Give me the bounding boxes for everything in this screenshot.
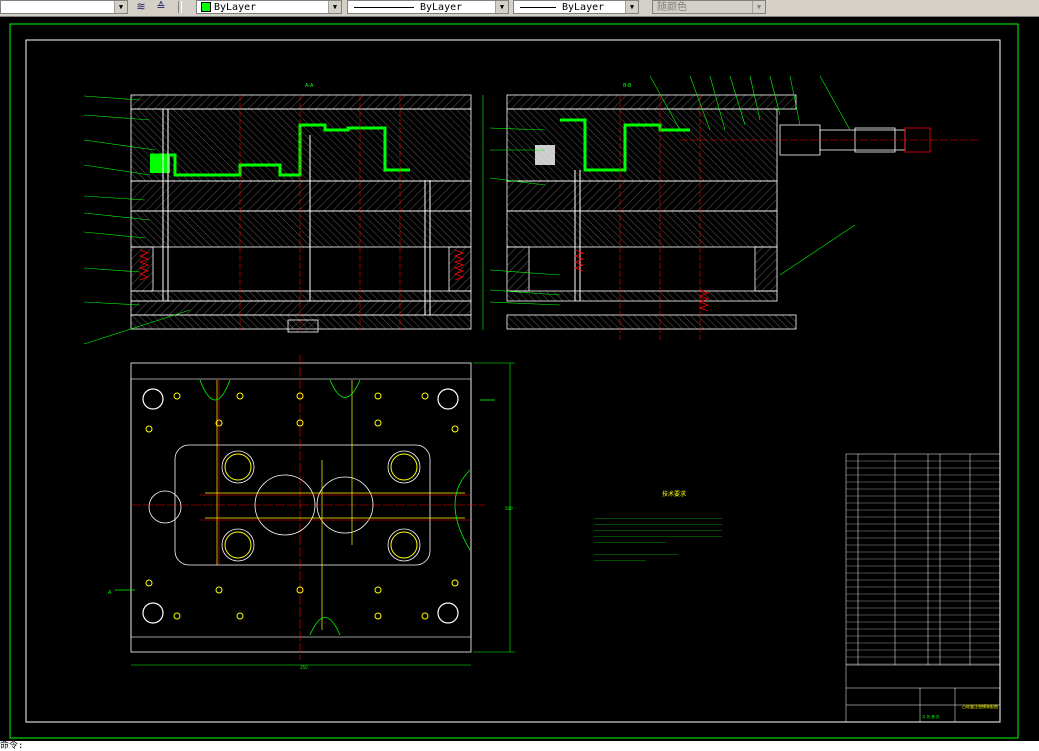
tech-requirements-title: 技术要求: [662, 491, 687, 498]
tech-note-line: ————————————————————————————————: [594, 516, 722, 521]
tech-note-line: ————————————————————————————————: [594, 522, 722, 527]
linetype-combo[interactable]: ByLayer ▼: [347, 0, 509, 14]
sheet-label: 共 张 第 张: [922, 714, 940, 719]
chevron-down-icon[interactable]: ▼: [625, 1, 638, 13]
parts-list-table: [845, 453, 1001, 723]
parts-list-rows: [846, 460, 1000, 665]
section-aa-view: [130, 94, 472, 333]
linetype-sample: [354, 6, 414, 8]
section-aa-label: A-A: [305, 83, 314, 89]
color-combo[interactable]: ByLayer ▼: [196, 0, 342, 14]
outer-border: [9, 23, 1019, 739]
section-marker-a: A: [108, 590, 112, 596]
inner-border: [25, 39, 1001, 723]
lineweight-sample: [520, 6, 556, 8]
chevron-down-icon[interactable]: ▼: [328, 1, 341, 13]
chevron-down-icon[interactable]: ▼: [495, 1, 508, 13]
toolbar-separator: [178, 1, 182, 13]
lineweight-combo[interactable]: ByLayer ▼: [513, 0, 639, 14]
tech-note-line: ————————————————————————————————: [594, 534, 722, 539]
callout-leaders-right: [489, 75, 856, 306]
plan-view: [115, 355, 515, 666]
chevron-down-icon[interactable]: ▼: [752, 1, 765, 13]
layer-combo-tail[interactable]: ▼: [0, 0, 128, 14]
tech-note-line: ————————————————————————————————: [594, 528, 722, 533]
drawing-canvas[interactable]: A-A B-B: [0, 16, 1039, 742]
tech-note-line: —————————————————————: [594, 552, 678, 557]
layers-icon[interactable]: ≋: [136, 0, 146, 13]
lineweight-value: ByLayer: [562, 2, 605, 13]
tech-note-line: —————————————: [594, 558, 646, 563]
title-block-name: 凸轮盒注塑模装配图: [962, 703, 998, 709]
command-line[interactable]: 命令:: [0, 741, 1039, 751]
plotstyle-combo[interactable]: 随颜色 ▼: [652, 0, 766, 14]
color-swatch: [201, 2, 211, 12]
linetype-value: ByLayer: [420, 2, 463, 13]
section-bb-view: [506, 94, 980, 340]
dim-height-label: 500: [505, 506, 513, 511]
chevron-down-icon[interactable]: ▼: [114, 1, 127, 13]
callout-leaders-left: [83, 95, 191, 345]
dim-width-label: 350: [300, 665, 308, 670]
properties-toolbar: ▼ ≋ ≙ ByLayer ▼ ByLayer ▼ ByLayer ▼ 随颜色 …: [0, 0, 1039, 17]
layer-states-icon[interactable]: ≙: [156, 0, 166, 13]
tech-note-line: ——————————————————: [594, 540, 666, 545]
color-value: ByLayer: [214, 2, 257, 13]
plotstyle-value: 随颜色: [657, 2, 687, 13]
section-bb-label: B-B: [623, 83, 632, 89]
command-prompt: 命令:: [0, 741, 24, 751]
